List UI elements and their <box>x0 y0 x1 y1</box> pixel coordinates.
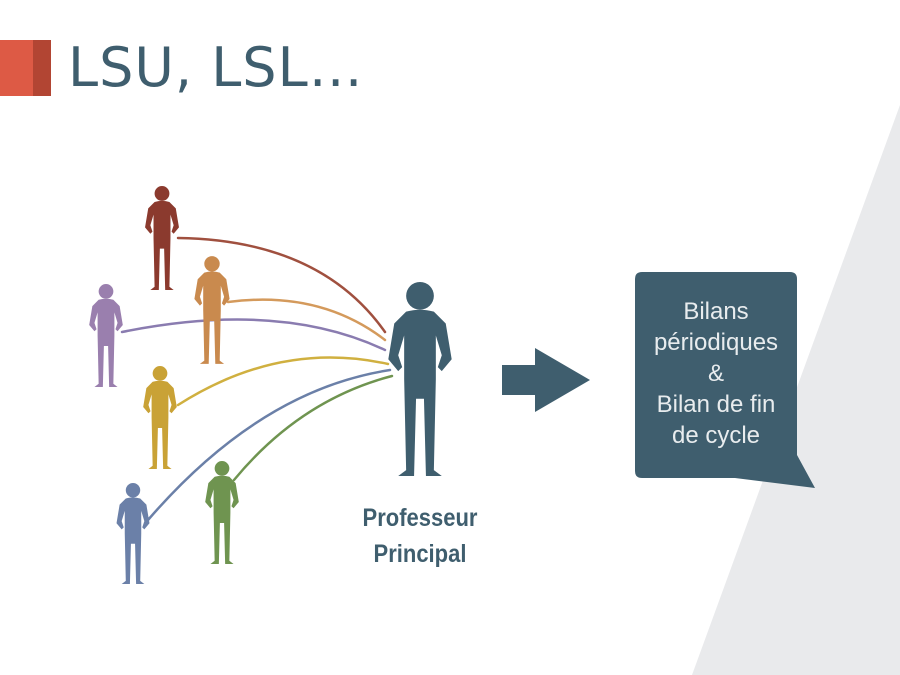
connection-arrows <box>120 236 394 522</box>
arrow-orange <box>226 298 387 342</box>
bubble-line: périodiques <box>653 329 779 356</box>
person-brown-icon <box>145 186 179 290</box>
title-accent-block <box>0 40 33 96</box>
bubble-line: de cycle <box>671 422 761 449</box>
person-blue-icon <box>116 483 150 584</box>
arrow-brown <box>176 236 387 334</box>
speech-bubble <box>635 272 815 488</box>
bubble-line: Bilans <box>683 298 749 325</box>
bubble-line: & <box>707 360 724 387</box>
person-orange-icon <box>194 256 230 364</box>
person-purple-icon <box>89 284 123 387</box>
arrow-yellow <box>176 356 390 407</box>
teacher-person-icon <box>388 281 452 477</box>
professeur-principal-label: Professeur Principal <box>341 500 499 572</box>
label-line: Principal <box>373 540 467 568</box>
slide-title: LSU, LSL… <box>68 36 364 99</box>
arrow-purple <box>120 318 387 352</box>
bubble-line: Bilan de fin <box>656 391 776 418</box>
person-green-icon <box>205 461 239 564</box>
bubble-text: Bilans périodiques & Bilan de fin de cyc… <box>635 296 797 451</box>
arrow-green <box>232 374 394 482</box>
title-accent-block-dark <box>33 40 51 96</box>
label-line: Professeur <box>362 504 478 532</box>
person-yellow-icon <box>143 366 177 469</box>
right-arrow-icon <box>502 348 590 412</box>
arrow-blue <box>146 368 392 522</box>
